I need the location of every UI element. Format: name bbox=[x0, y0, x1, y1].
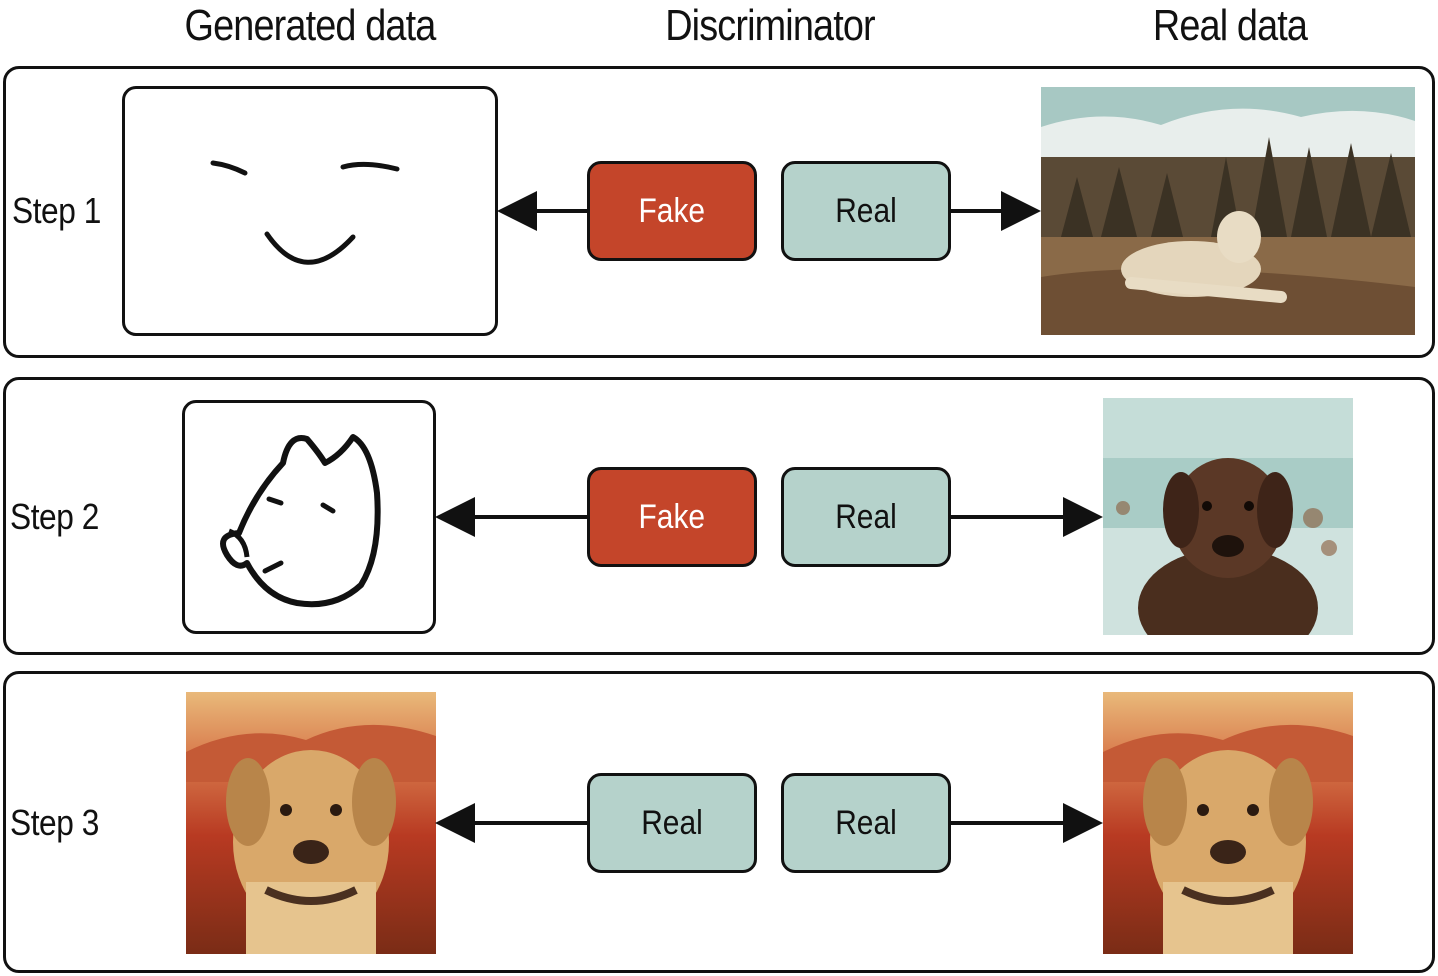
yellow-labrador-portrait-photo bbox=[186, 692, 436, 954]
step-3-verdict-real-label: Real bbox=[835, 803, 897, 842]
step-3-verdict-generated: Real bbox=[587, 773, 757, 873]
step-1-verdict-generated-label: Fake bbox=[638, 191, 706, 230]
step-1-verdict-real-label: Real bbox=[835, 191, 897, 230]
step-2-verdict-generated: Fake bbox=[587, 467, 757, 567]
column-header-discriminator: Discriminator bbox=[665, 1, 875, 50]
smiley-face-sketch-icon bbox=[210, 160, 400, 265]
step-2-generated-frame bbox=[182, 400, 436, 634]
dog-head-sketch-icon bbox=[220, 434, 381, 608]
step-3-verdict-real: Real bbox=[781, 773, 951, 873]
step-2-verdict-real-label: Real bbox=[835, 497, 897, 536]
step-2-label: Step 2 bbox=[10, 496, 99, 537]
step-1-verdict-real: Real bbox=[781, 161, 951, 261]
yellow-labrador-portrait-photo-real bbox=[1103, 692, 1353, 954]
step-2-verdict-generated-label: Fake bbox=[638, 497, 706, 536]
step-3-verdict-generated-label: Real bbox=[641, 803, 703, 842]
step-1-generated-frame bbox=[122, 86, 498, 336]
column-header-real-data: Real data bbox=[1152, 1, 1308, 50]
step-2-verdict-real: Real bbox=[781, 467, 951, 567]
brown-labrador-sitting-photo bbox=[1103, 398, 1353, 635]
step-1-verdict-generated: Fake bbox=[587, 161, 757, 261]
column-header-generated-data: Generated data bbox=[184, 1, 437, 50]
step-1-label: Step 1 bbox=[12, 190, 101, 231]
dog-lying-on-mountain-photo bbox=[1041, 87, 1415, 335]
step-3-label: Step 3 bbox=[10, 802, 99, 843]
